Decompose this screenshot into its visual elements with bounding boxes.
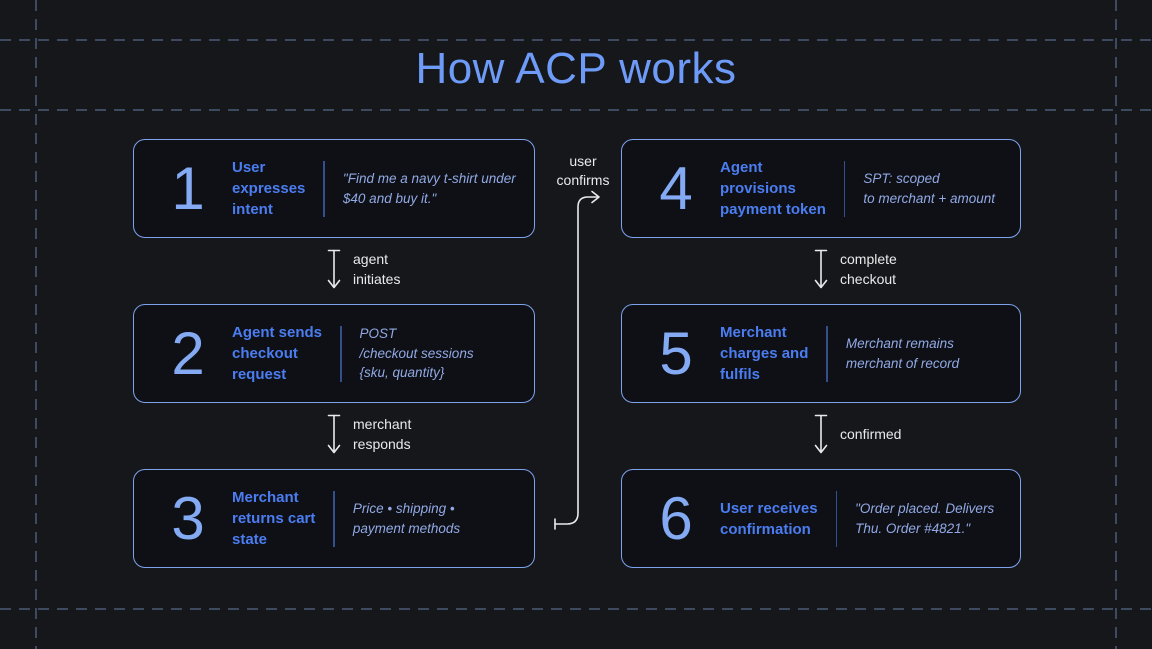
- step-heading: Agent provisions payment token: [720, 159, 826, 218]
- down-arrow-icon: [814, 249, 828, 289]
- page-title: How ACP works: [415, 44, 737, 93]
- step-card-1: 1 User expresses intent "Find me a navy …: [133, 139, 535, 238]
- step-heading: User receives confirmation: [720, 499, 818, 538]
- connector-step5-step6: confirmed: [813, 413, 901, 457]
- card-divider: [843, 160, 846, 217]
- step-description: POST /checkout sessions {sku, quantity}: [359, 326, 474, 381]
- card-divider: [323, 160, 325, 217]
- step-number: 1: [171, 154, 205, 222]
- step-description: Merchant remains merchant of record: [845, 335, 960, 371]
- connector-step2-step3: merchant responds: [326, 413, 411, 457]
- step-description: "Order placed. Delivers Thu. Order #4821…: [855, 500, 995, 536]
- step-card-2: 2 Agent sends checkout request POST /che…: [133, 304, 535, 403]
- step-card-6: 6 User receives confirmation "Order plac…: [621, 469, 1021, 568]
- step-number: 6: [659, 484, 693, 552]
- connector-step1-step2: agent initiates: [326, 248, 400, 292]
- connector-label: agent initiates: [353, 251, 401, 287]
- step-description: Price • shipping • payment methods: [352, 500, 461, 536]
- step-number: 2: [171, 319, 205, 387]
- connector-label-user-confirms: user confirms: [556, 153, 610, 188]
- step-description: "Find me a navy t-shirt under $40 and bu…: [342, 170, 516, 206]
- connector-label: complete checkout: [840, 251, 897, 287]
- step-heading: Agent sends checkout request: [232, 324, 323, 383]
- step-number: 3: [171, 484, 205, 552]
- curved-arrow-icon: [554, 190, 600, 530]
- step-card-4: 4 Agent provisions payment token SPT: sc…: [621, 139, 1021, 238]
- step-number: 5: [659, 319, 693, 387]
- step-heading: Merchant charges and fulfils: [720, 324, 809, 383]
- card-divider: [340, 325, 342, 382]
- card-divider: [826, 325, 828, 382]
- connector-label: confirmed: [840, 426, 902, 443]
- step-number: 4: [659, 154, 693, 222]
- step-heading: Merchant returns cart state: [232, 489, 316, 548]
- step-card-5: 5 Merchant charges and fulfils Merchant …: [621, 304, 1021, 403]
- step-card-3: 3 Merchant returns cart state Price • sh…: [133, 469, 535, 568]
- down-arrow-icon: [327, 249, 341, 289]
- step-description: SPT: scoped to merchant + amount: [863, 170, 996, 206]
- card-divider: [333, 490, 335, 547]
- card-divider: [835, 490, 838, 547]
- step-heading: User expresses intent: [232, 159, 306, 218]
- down-arrow-icon: [814, 414, 828, 454]
- connector-label: merchant responds: [353, 416, 412, 452]
- down-arrow-icon: [327, 414, 341, 454]
- connector-step4-step5: complete checkout: [813, 248, 897, 292]
